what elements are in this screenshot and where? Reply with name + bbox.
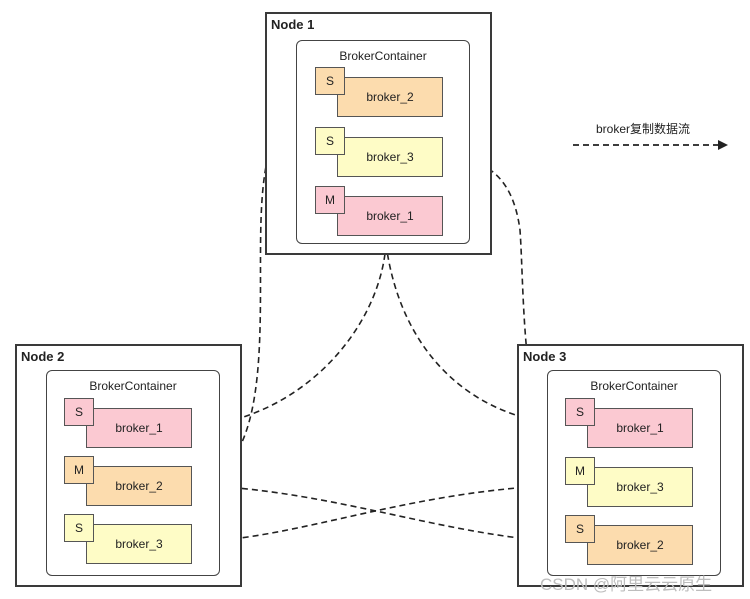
role-tag: M bbox=[315, 186, 345, 214]
role-label: S bbox=[575, 522, 584, 536]
broker-box: broker_1 bbox=[337, 196, 443, 236]
legend-label: broker复制数据流 bbox=[596, 122, 691, 136]
role-label: M bbox=[325, 193, 335, 207]
broker-container: BrokerContainer broker_1 S broker_3 M br… bbox=[547, 370, 721, 576]
broker-label: broker_3 bbox=[366, 150, 414, 164]
node-title: Node 1 bbox=[271, 17, 315, 32]
broker-label: broker_1 bbox=[366, 209, 414, 223]
broker-box: broker_3 bbox=[337, 137, 443, 177]
role-label: M bbox=[575, 464, 585, 478]
broker-label: broker_2 bbox=[115, 479, 163, 493]
role-tag: S bbox=[315, 127, 345, 155]
role-label: S bbox=[74, 405, 83, 419]
role-tag: S bbox=[565, 398, 595, 426]
broker-label: broker_3 bbox=[115, 537, 163, 551]
watermark: CSDN @阿里云云原生 bbox=[540, 575, 713, 594]
role-tag: S bbox=[565, 515, 595, 543]
container-title: BrokerContainer bbox=[89, 379, 177, 393]
node-3: Node 3 BrokerContainer broker_1 S broker… bbox=[517, 344, 744, 587]
broker-label: broker_2 bbox=[616, 538, 664, 552]
broker-box: broker_2 bbox=[86, 466, 192, 506]
role-label: S bbox=[325, 74, 334, 88]
role-tag: M bbox=[64, 456, 94, 484]
broker-container: BrokerContainer broker_1 S broker_2 M br… bbox=[46, 370, 220, 576]
role-tag: S bbox=[64, 398, 94, 426]
role-label: S bbox=[325, 134, 334, 148]
role-tag: M bbox=[565, 457, 595, 485]
broker-label: broker_1 bbox=[616, 421, 664, 435]
flow-n1-broker1-to-n2-broker1 bbox=[190, 243, 387, 432]
broker-box: broker_2 bbox=[587, 525, 693, 565]
broker-container: BrokerContainer broker_2 S broker_3 S br… bbox=[296, 40, 470, 244]
node-title: Node 3 bbox=[523, 349, 567, 364]
broker-box: broker_2 bbox=[337, 77, 443, 117]
role-label: M bbox=[74, 463, 84, 477]
role-label: S bbox=[575, 405, 584, 419]
role-tag: S bbox=[64, 514, 94, 542]
broker-label: broker_3 bbox=[616, 480, 664, 494]
broker-box: broker_3 bbox=[587, 467, 693, 507]
container-title: BrokerContainer bbox=[339, 49, 427, 63]
node-1: Node 1 BrokerContainer broker_2 S broker… bbox=[265, 12, 492, 255]
broker-label: broker_1 bbox=[115, 421, 163, 435]
node-title: Node 2 bbox=[21, 349, 65, 364]
broker-box: broker_1 bbox=[587, 408, 693, 448]
node-2: Node 2 BrokerContainer broker_1 S broker… bbox=[15, 344, 242, 587]
broker-box: broker_1 bbox=[86, 408, 192, 448]
role-label: S bbox=[74, 521, 83, 535]
role-tag: S bbox=[315, 67, 345, 95]
broker-box: broker_3 bbox=[86, 524, 192, 564]
broker-label: broker_2 bbox=[366, 90, 414, 104]
container-title: BrokerContainer bbox=[590, 379, 678, 393]
